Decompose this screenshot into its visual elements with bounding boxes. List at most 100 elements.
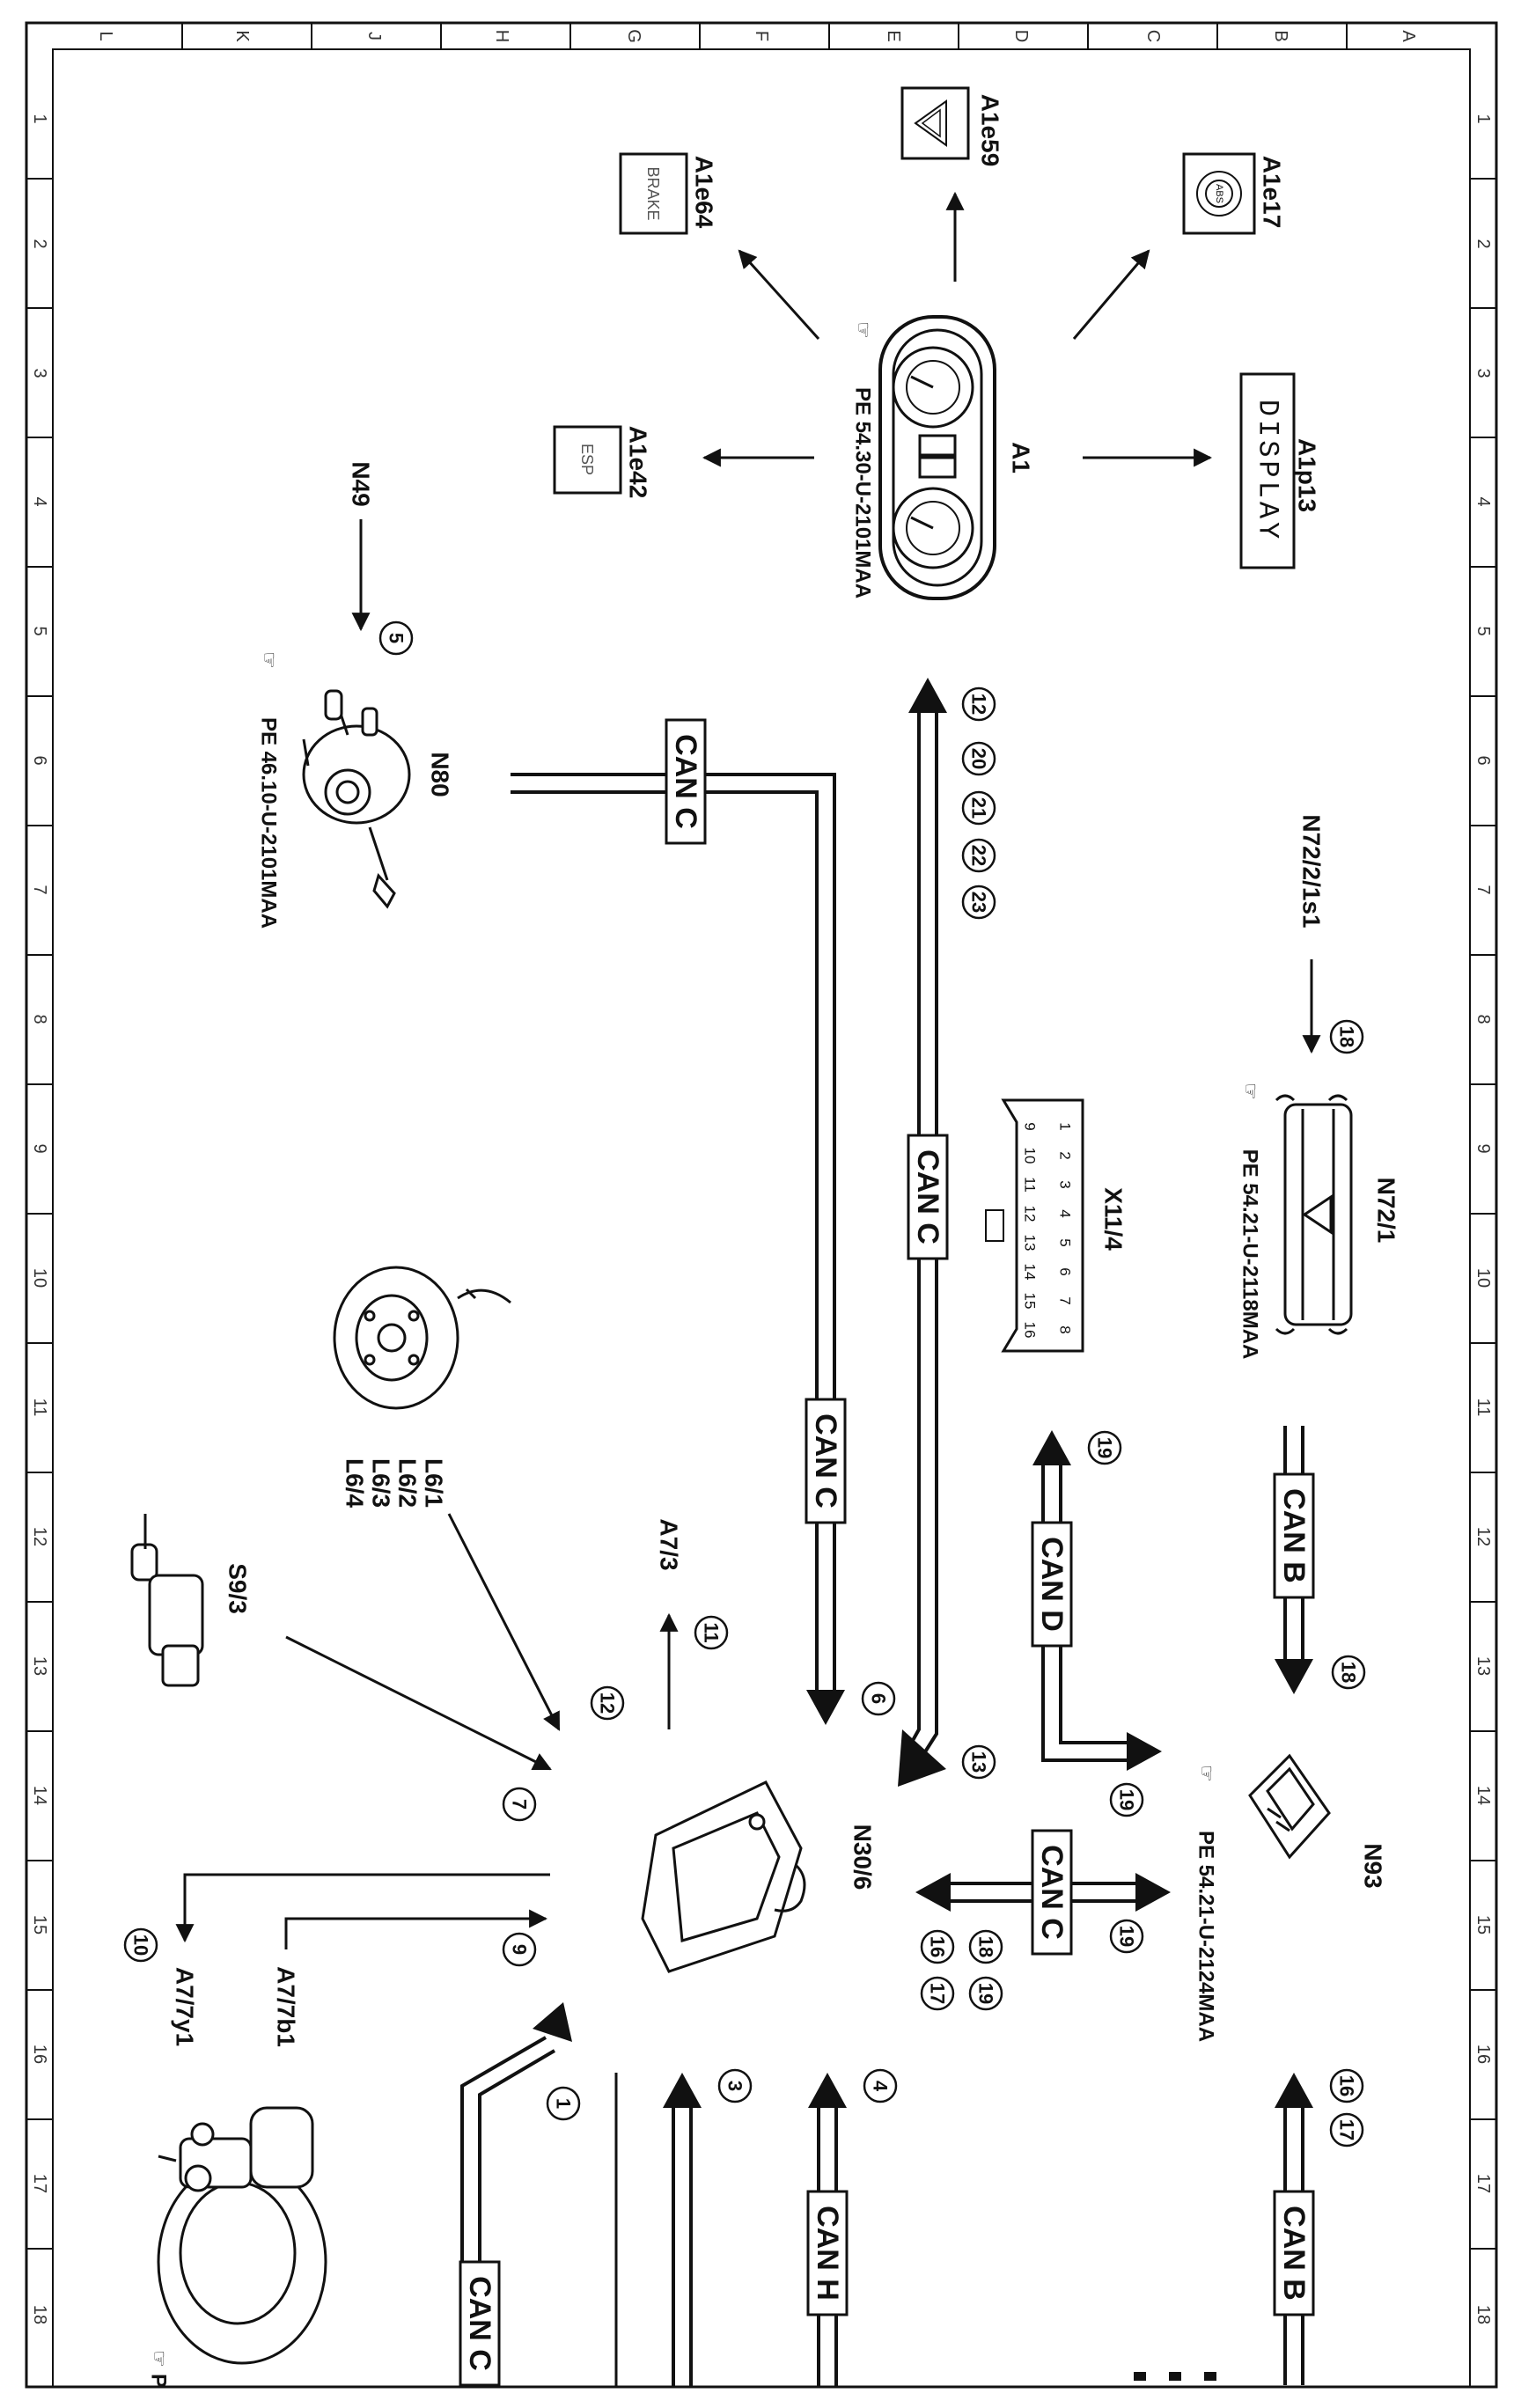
- x11-4-pin-11: 11: [1022, 1177, 1039, 1193]
- bus-label-can-partial: CAN C: [459, 2260, 501, 2387]
- svg-text:CAN C: CAN C: [911, 1149, 944, 1244]
- svg-text:PE 54.30-U-2101MAA: PE 54.30-U-2101MAA: [851, 387, 875, 598]
- n72-1-reference-note: ☞ PE 54.21-U-2118MAA: [1238, 1083, 1262, 1359]
- row-number-left-16: 16: [30, 2045, 49, 2064]
- label-a1p13: A1p13: [1294, 438, 1321, 512]
- arrowhead-can-b-down: [1275, 1659, 1313, 1694]
- label-n49: N49: [348, 461, 375, 506]
- bus-label-can-b-lower: CAN B: [1273, 2190, 1315, 2316]
- row-number-left-1: 1: [30, 114, 49, 123]
- marker-13: 13: [961, 1744, 996, 1780]
- a1e64-brake-lamp: BRAKE: [619, 152, 688, 235]
- row-number-right-1: 1: [1473, 114, 1493, 123]
- arrowhead-a1-bus: [908, 678, 947, 713]
- row-number-left-14: 14: [30, 1786, 49, 1805]
- svg-text:PE 54.21-U-2124MAA: PE 54.21-U-2124MAA: [1194, 1831, 1218, 2042]
- arrow-a1-to-a1e64: [738, 249, 820, 341]
- column-letter-c: C: [1143, 30, 1163, 42]
- label-n72-2-1s1: N72/2/1s1: [1298, 814, 1326, 928]
- a1-reference-note: ☞ PE 54.30-U-2101MAA: [851, 321, 875, 598]
- pointing-hand-icon: ☞: [1239, 1083, 1261, 1100]
- n93-gateway-icon: [1248, 1753, 1331, 1860]
- arrow-s9-3-to-n30: [285, 1635, 552, 1771]
- x11-4-pin-5: 5: [1057, 1238, 1074, 1246]
- can-c-bus-n80-inner: [511, 790, 819, 1694]
- row-number-left-9: 9: [30, 1143, 49, 1153]
- row-number-left-13: 13: [30, 1656, 49, 1676]
- svg-text:PE 46.10-U-2101MAA: PE 46.10-U-2101MAA: [257, 717, 281, 929]
- arrowhead-can-c-right: [1135, 1873, 1171, 1912]
- svg-text:CAN C: CAN C: [669, 734, 702, 829]
- label-s9-3: S9/3: [224, 1563, 252, 1614]
- marker-19-can-c-right: 19: [1109, 1919, 1144, 1954]
- svg-text:11: 11: [701, 1622, 723, 1642]
- marker-12-l6: 12: [590, 1685, 625, 1721]
- can-bus-lines: [460, 708, 1304, 2387]
- marker-6: 6: [861, 1681, 896, 1716]
- row-number-right-3: 3: [1473, 368, 1493, 378]
- a1e17-abs-lamp: ABS: [1182, 152, 1256, 235]
- a1e42-symbol-text: ESP: [578, 444, 596, 475]
- x11-4-pin-14: 14: [1022, 1264, 1039, 1281]
- arrow-n30-to-a7-7y1: [175, 1873, 550, 1943]
- marker-18-can-c: 18: [968, 1929, 1003, 1964]
- warning-triangle-icon: [914, 99, 947, 147]
- x11-4-pin-12: 12: [1022, 1206, 1039, 1222]
- n80-reference-note: ☞ PE 46.10-U-2101MAA: [257, 651, 281, 929]
- a1e17-symbol-text: ABS: [1214, 184, 1224, 203]
- marker-16-can-b: 16: [1329, 2068, 1364, 2103]
- column-letter-g: G: [624, 29, 643, 43]
- arrowhead-can-h-up: [808, 2073, 847, 2108]
- column-letter-j: J: [364, 32, 384, 40]
- marker-19-can-c-lower: 19: [968, 1976, 1003, 2011]
- marker-19-can-d-right: 19: [1109, 1782, 1144, 1817]
- x11-4-diagnostic-connector: [985, 1098, 1084, 1353]
- column-letter-a: A: [1399, 30, 1418, 42]
- marker-11: 11: [694, 1615, 729, 1650]
- svg-text:23: 23: [968, 892, 990, 913]
- svg-text:19: 19: [1116, 1789, 1138, 1810]
- marker-22: 22: [961, 838, 996, 873]
- row-number-left-10: 10: [30, 1268, 49, 1288]
- marker-7: 7: [502, 1787, 537, 1822]
- x11-4-pin-6: 6: [1057, 1267, 1074, 1275]
- row-number-right-16: 16: [1473, 2045, 1493, 2064]
- label-a7-7b1: A7/7b1: [273, 1966, 300, 2047]
- svg-text:10: 10: [130, 1934, 152, 1956]
- a1p13-display: DISPLAY: [1239, 372, 1296, 569]
- arrowhead-can-b-up: [1275, 2073, 1313, 2108]
- label-n93: N93: [1360, 1843, 1387, 1888]
- bottom-reference-note: ☞ P: [147, 2350, 171, 2388]
- row-number-left-18: 18: [30, 2305, 49, 2324]
- row-number-right-10: 10: [1473, 1268, 1493, 1288]
- svg-text:22: 22: [968, 845, 990, 866]
- x11-4-pin-8: 8: [1057, 1325, 1074, 1333]
- marker-9: 9: [502, 1932, 537, 1967]
- bus-label-can-d: CAN D: [1031, 1521, 1073, 1648]
- svg-text:21: 21: [968, 797, 990, 819]
- arrowhead-can-d-up: [1032, 1430, 1071, 1465]
- pointing-hand-icon: ☞: [148, 2350, 170, 2368]
- row-number-right-18: 18: [1473, 2305, 1493, 2324]
- n30-6-control-unit-icon: [641, 1780, 806, 1973]
- marker-21: 21: [961, 790, 996, 826]
- row-number-left-15: 15: [30, 1915, 49, 1934]
- row-number-right-2: 2: [1473, 239, 1493, 248]
- bus-label-can-c-left: CAN C: [805, 1398, 847, 1524]
- x11-4-pin-15: 15: [1022, 1293, 1039, 1310]
- row-number-left-7: 7: [30, 885, 49, 894]
- label-l6-3: L6/3: [368, 1458, 395, 1508]
- pointing-hand-icon: ☞: [258, 651, 280, 669]
- svg-text:1: 1: [553, 2098, 575, 2109]
- n80-steering-column-module-icon: [302, 689, 411, 909]
- row-number-left-8: 8: [30, 1014, 49, 1024]
- bus-label-can-c-n93: CAN C: [1031, 1829, 1073, 1956]
- x11-4-pin-10: 10: [1022, 1148, 1039, 1164]
- marker-19-can-d-top: 19: [1087, 1430, 1122, 1465]
- signal-arrows: [175, 191, 1321, 1949]
- marker-18-can-b: 18: [1331, 1655, 1366, 1690]
- svg-text:17: 17: [927, 1983, 949, 2004]
- arrowhead-n30-from-a1: [898, 1729, 946, 1787]
- bus-arrowheads: [533, 678, 1313, 2108]
- hazard-triangle-icon: [1302, 1194, 1333, 1235]
